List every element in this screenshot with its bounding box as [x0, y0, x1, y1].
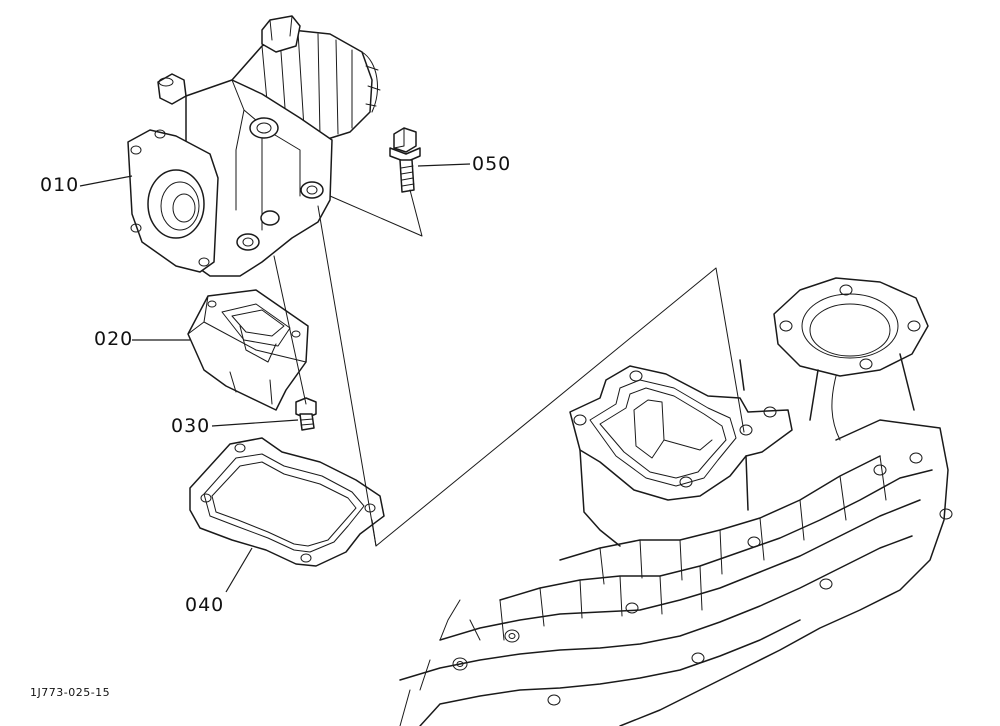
part-label-040: 040 [185, 594, 225, 616]
part-label-030: 030 [171, 415, 211, 437]
part-label-050: 050 [472, 153, 512, 175]
part-040-gasket [189, 437, 385, 567]
leader-030 [211, 419, 299, 427]
part-label-020: 020 [94, 328, 134, 350]
manifold [399, 277, 953, 726]
part-010-valve-body [127, 15, 381, 277]
part-020-adapter [187, 289, 309, 411]
leader-040 [225, 547, 253, 593]
figure-code: 1J773-025-15 [30, 686, 111, 699]
leader-010 [79, 175, 133, 187]
assembly-guide-lines [273, 189, 745, 547]
leader-050 [417, 163, 471, 167]
callout-leaders [79, 163, 471, 593]
part-label-010: 010 [40, 174, 80, 196]
part-050-bolt [389, 127, 421, 193]
part-030-bolt [295, 397, 317, 431]
